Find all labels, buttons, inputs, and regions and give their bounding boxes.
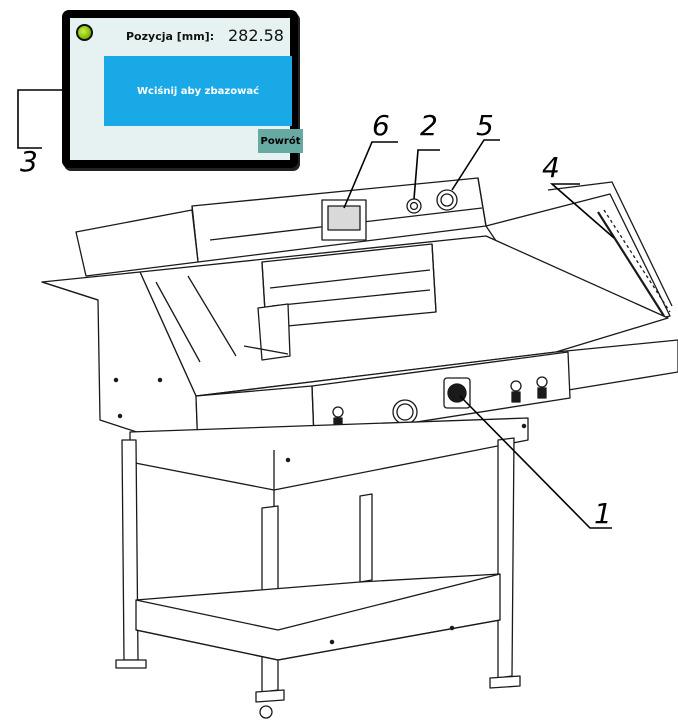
callout-6: 6: [372, 109, 390, 142]
status-led-icon[interactable]: [76, 24, 93, 41]
callout-5: 5: [476, 109, 494, 142]
position-label: Pozycja [mm]:: [126, 30, 215, 43]
callout-3: 3: [20, 145, 38, 178]
display-screen: Pozycja [mm]: 282.58 Wciśnij aby zbazowa…: [70, 18, 292, 160]
callout-2: 2: [420, 109, 438, 142]
position-value: 282.58: [228, 26, 284, 45]
base-position-button[interactable]: Wciśnij aby zbazować: [104, 56, 292, 126]
callout-1: 1: [594, 497, 612, 530]
callout-4: 4: [542, 151, 560, 184]
back-button[interactable]: Powrót: [258, 129, 303, 153]
control-display: Pozycja [mm]: 282.58 Wciśnij aby zbazowa…: [62, 10, 303, 168]
